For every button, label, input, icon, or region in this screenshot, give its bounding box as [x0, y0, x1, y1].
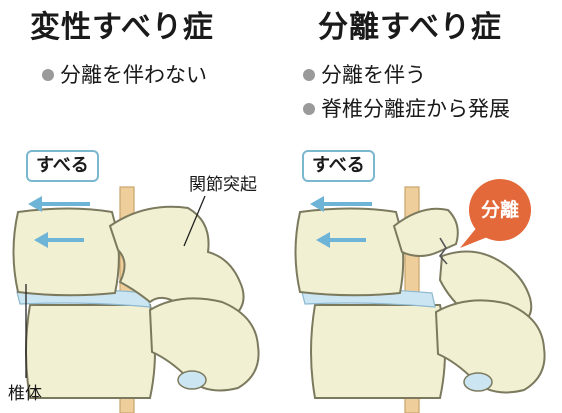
left-bullet-list: 分離を伴わない [40, 58, 207, 92]
slide-arrowhead-lower [34, 232, 48, 248]
facet-joint-leader [183, 195, 206, 247]
left-slide-label: すべる [26, 150, 99, 182]
spinous-tip [463, 372, 493, 392]
lower-posterior-arch [434, 299, 546, 394]
separation-callout-tail [460, 226, 490, 248]
right-illustration [294, 179, 546, 413]
upper-vertebral-body [12, 207, 120, 297]
fracture-line [438, 237, 448, 265]
facet-joint-label: 関節突起 [189, 175, 257, 195]
lower-vertebral-body [310, 304, 446, 399]
left-illustration [12, 186, 260, 413]
slide-arrowhead-upper [28, 196, 42, 212]
anterior-arch-fragment [392, 207, 459, 257]
left-bullet-1: 分離を伴わない [40, 58, 207, 92]
slide-arrowhead-lower [316, 232, 330, 248]
slide-arrowhead-upper [310, 196, 324, 212]
right-bullet-list: 分離を伴う 脊椎分離症から発展 [301, 58, 510, 126]
vertebral-body-label: 椎体 [8, 384, 42, 404]
separation-callout-bubble [469, 179, 531, 241]
lower-vertebral-body [25, 304, 156, 399]
right-bullet-2: 脊椎分離症から発展 [301, 92, 510, 126]
left-panel-title: 変性すべり症 [30, 10, 214, 45]
upper-vertebral-body [294, 207, 405, 297]
right-slide-label: すべる [302, 150, 375, 182]
separation-callout-label: 分離 [480, 199, 519, 221]
spinous-tip [177, 370, 207, 390]
right-panel-title: 分離すべり症 [318, 10, 502, 45]
right-bullet-1: 分離を伴う [301, 58, 510, 92]
lower-posterior-arch [148, 297, 260, 392]
